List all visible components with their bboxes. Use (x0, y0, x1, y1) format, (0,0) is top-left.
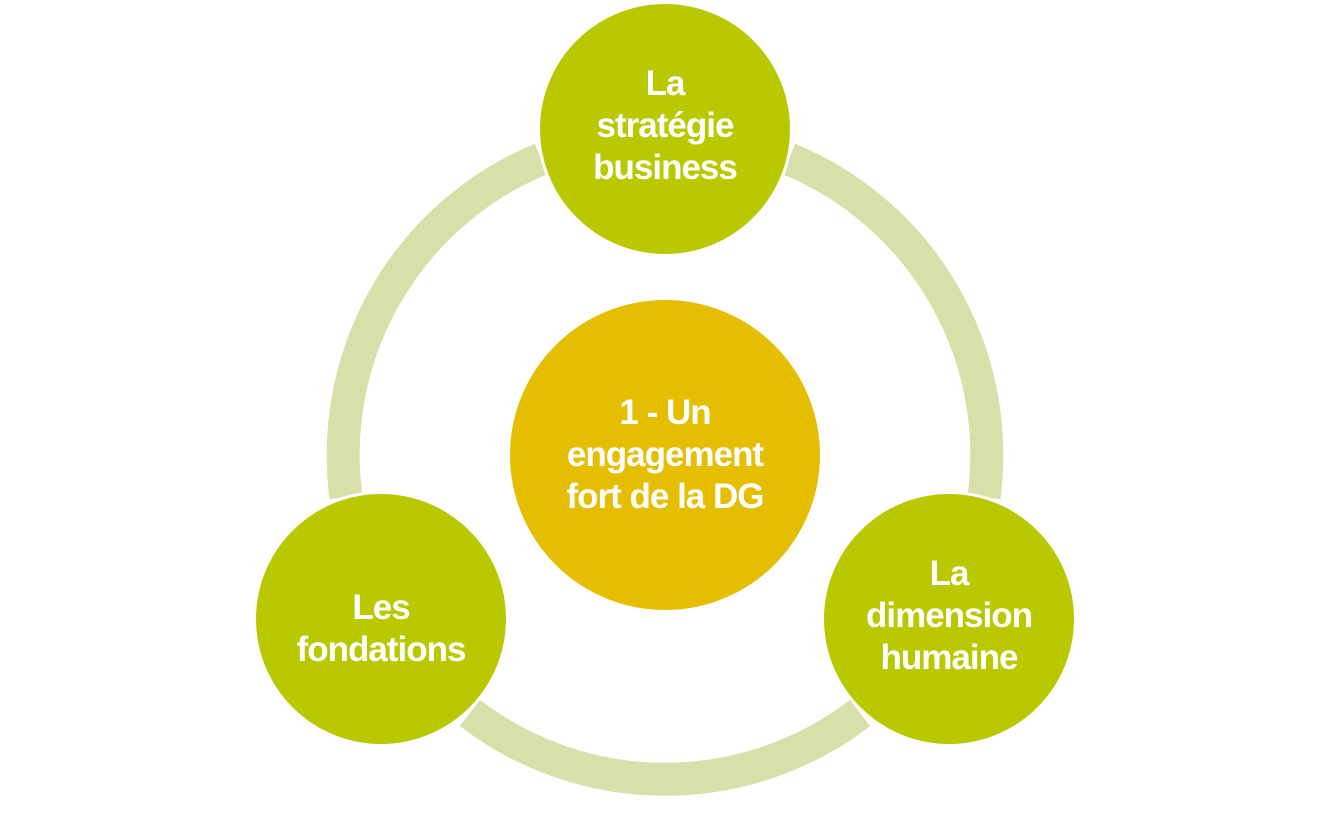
node-top-line-1: La (645, 64, 686, 103)
node-right-line-2: dimension (865, 596, 1033, 635)
node-center-label: 1 - Un engagement fort de la DG (566, 392, 764, 518)
node-right-line-1: La (929, 554, 970, 593)
node-human-dimension: La dimension humaine (821, 491, 1077, 747)
node-foundations-label: Les fondations (296, 587, 467, 671)
ring-arc-left (326, 143, 548, 500)
ring-arc-bottom (459, 699, 871, 796)
node-center-line-3: fort de la DG (566, 477, 764, 516)
node-center-line-2: engagement (566, 435, 764, 474)
node-business-strategy: La stratégie business (537, 1, 793, 257)
node-top-line-3: business (593, 148, 738, 187)
node-top-line-2: stratégie (596, 106, 735, 145)
node-left-line-1: Les (352, 588, 410, 627)
ring-arc-right (782, 143, 1004, 500)
node-foundations: Les fondations (253, 491, 509, 747)
node-center-line-1: 1 - Un (619, 393, 711, 432)
node-right-line-3: humaine (880, 638, 1019, 677)
node-business-strategy-label: La stratégie business (593, 63, 738, 189)
node-left-line-2: fondations (296, 630, 467, 669)
node-center-engagement: 1 - Un engagement fort de la DG (507, 297, 823, 613)
node-human-dimension-label: La dimension humaine (865, 553, 1033, 679)
